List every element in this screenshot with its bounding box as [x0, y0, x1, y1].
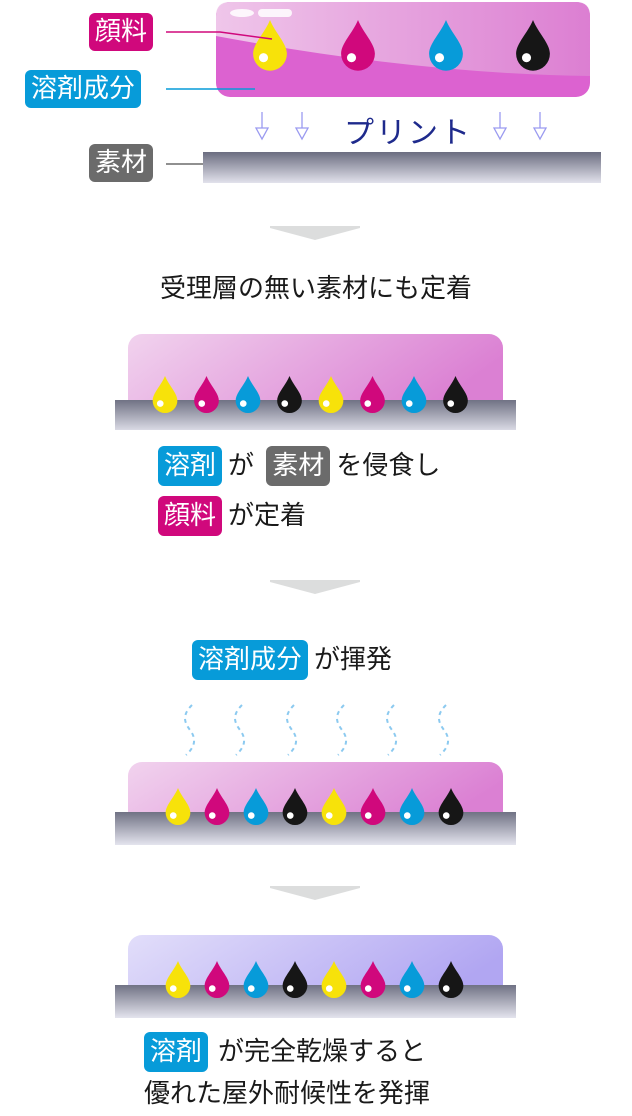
step2-line1: 溶剤が 素材を侵食し: [158, 444, 440, 488]
particle-ga: が: [228, 451, 255, 481]
ink-drop-icon: [243, 961, 269, 999]
ink-drop-icon: [360, 788, 386, 826]
evaporate-text: が揮発: [314, 645, 393, 675]
pigment-tag: 顔料: [89, 13, 154, 51]
vapor-icons: [184, 704, 450, 756]
down-chevron-icon: [270, 886, 360, 900]
ink-drop-icon: [429, 20, 463, 71]
ink-drop-icon: [204, 788, 230, 826]
substrate-tag: 素材: [266, 446, 331, 486]
ink-drop-icon: [235, 376, 261, 414]
print-arrows: [254, 112, 548, 141]
ink-drops: [165, 961, 464, 999]
vapor-wave-icon: [386, 704, 398, 756]
pigment-tag: 顔料: [158, 496, 223, 536]
vapor-wave-icon: [234, 704, 246, 756]
top-ink-drops: [253, 20, 550, 71]
stage3-diagram: [115, 935, 516, 1018]
down-arrow-icon: [254, 112, 270, 141]
stage1-diagram: [115, 334, 516, 430]
solvent-component-tag: 溶剤成分: [192, 640, 309, 680]
ink-drop-icon: [253, 20, 287, 71]
ink-drops: [165, 788, 464, 826]
ink-drop-icon: [360, 961, 386, 999]
ink-drops: [152, 376, 468, 414]
ink-drop-icon: [360, 376, 385, 414]
stage2-diagram: [115, 762, 516, 845]
solvent-component-tag: 溶剤成分: [25, 70, 142, 108]
step2-line2: 顔料が定着: [158, 494, 306, 538]
erode-text: を侵食し: [336, 451, 441, 481]
ink-drop-icon: [516, 20, 550, 71]
ink-drop-icon: [401, 376, 427, 414]
ink-layer-top: [216, 2, 590, 97]
down-chevron-icon: [270, 226, 360, 240]
step1-caption: 受理層の無い素材にも定着: [159, 274, 472, 304]
solvent-tag: 溶剤: [158, 446, 223, 486]
substrate-bar: [203, 152, 601, 183]
ink-drop-icon: [341, 20, 375, 71]
ink-drop-icon: [282, 961, 308, 999]
ink-drop-icon: [243, 788, 269, 826]
solvent-tag: 溶剤: [144, 1032, 209, 1072]
ink-drop-icon: [443, 376, 468, 414]
ink-drop-icon: [399, 788, 425, 826]
vapor-wave-icon: [336, 704, 348, 756]
ink-drop-icon: [165, 788, 191, 826]
print-label: プリント: [344, 116, 472, 151]
step4-line1: 溶剤が完全乾燥すると: [144, 1030, 426, 1074]
ink-drop-icon: [194, 376, 219, 414]
ink-drop-icon: [152, 376, 178, 414]
down-arrow-icon: [294, 112, 310, 141]
ink-drop-icon: [321, 788, 347, 826]
vapor-wave-icon: [438, 704, 450, 756]
ink-drop-icon: [438, 788, 464, 826]
down-arrow-icon: [532, 112, 548, 141]
print-diagram: [166, 2, 601, 183]
pigment-leader-line: [166, 31, 273, 40]
vapor-wave-icon: [286, 704, 298, 756]
ink-drop-icon: [282, 788, 308, 826]
ink-drop-icon: [318, 376, 344, 414]
step4-line2: 優れた屋外耐候性を発揮: [144, 1079, 431, 1109]
ink-drop-icon: [204, 961, 230, 999]
substrate-tag: 素材: [89, 144, 154, 182]
ink-drop-icon: [399, 961, 425, 999]
ink-drop-icon: [165, 961, 191, 999]
down-arrow-icon: [492, 112, 508, 141]
vapor-wave-icon: [184, 704, 196, 756]
ink-drop-icon: [277, 376, 302, 414]
dry-text: が完全乾燥すると: [218, 1037, 427, 1067]
ink-drop-icon: [438, 961, 464, 999]
down-chevron-icon: [270, 580, 360, 594]
fix-text: が定着: [228, 501, 307, 531]
ink-drop-icon: [321, 961, 347, 999]
step3-line: 溶剤成分が揮発: [192, 638, 392, 682]
